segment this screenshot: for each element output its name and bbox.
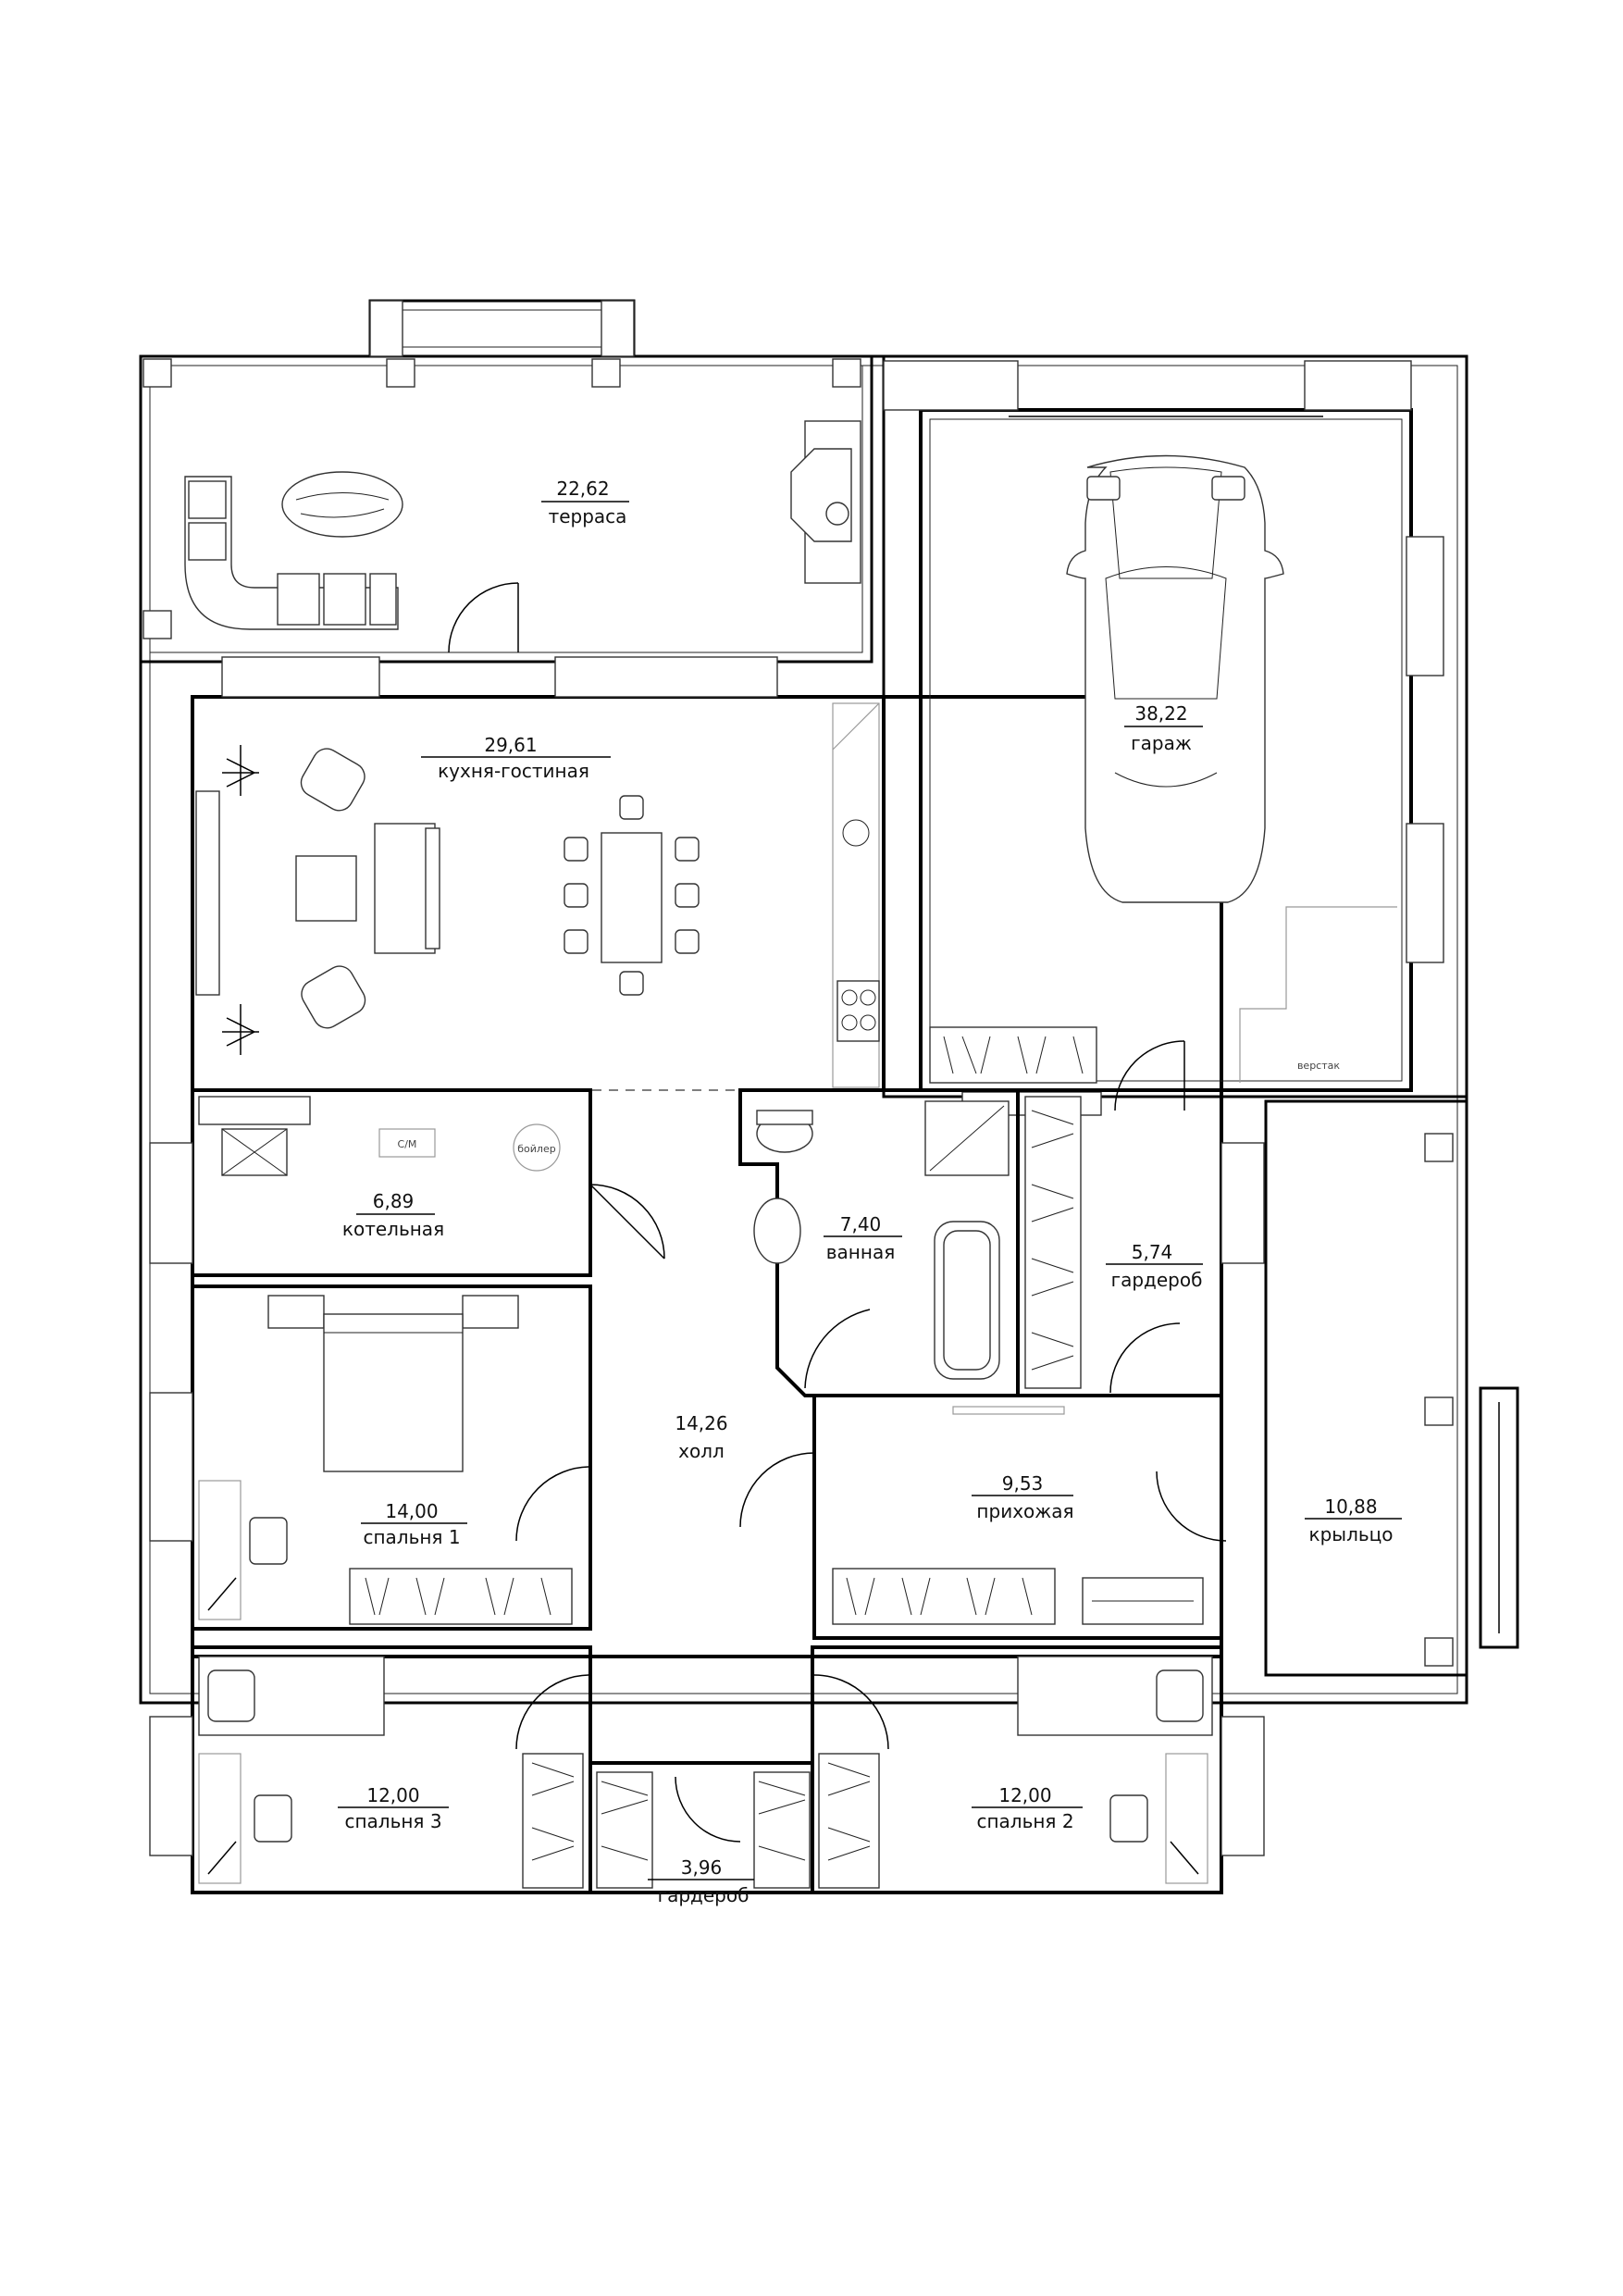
- bedroom-2: [811, 1645, 1223, 1894]
- porch-area-label: 10,88: [1324, 1496, 1377, 1518]
- bed3-name-label: спальня 3: [344, 1810, 441, 1832]
- terrace-area-label: 22,62: [556, 478, 609, 500]
- bathroom: [738, 1088, 1020, 1397]
- bed2-name-label: спальня 2: [976, 1810, 1073, 1832]
- wardrobe-5-74: [1016, 1088, 1223, 1397]
- wardrobe2-name-label: гардероб: [658, 1884, 750, 1906]
- porch-name-label: крыльцо: [1309, 1523, 1394, 1545]
- entry-name-label: прихожая: [976, 1500, 1073, 1522]
- boiler-name-label: котельная: [342, 1218, 444, 1240]
- left-windows: [149, 1142, 1265, 1856]
- plant-icon: [222, 1004, 259, 1055]
- boiler-area-label: 6,89: [373, 1190, 415, 1212]
- kitchen-name-label: кухня-гостиная: [438, 760, 589, 782]
- plant-icon: [222, 745, 259, 796]
- hall-name-label: холл: [678, 1440, 725, 1462]
- bed1-name-label: спальня 1: [363, 1526, 460, 1548]
- bedroom-3: [191, 1645, 592, 1894]
- terrace-name-label: терраса: [549, 505, 627, 527]
- workbench-label: верстак: [1297, 1060, 1340, 1072]
- entry-area-label: 9,53: [1002, 1472, 1044, 1495]
- washer-label: С/М: [398, 1138, 417, 1150]
- wardrobe1-name-label: гардероб: [1111, 1269, 1203, 1291]
- wardrobe2-area-label: 3,96: [681, 1856, 723, 1879]
- bed1-area-label: 14,00: [385, 1500, 438, 1522]
- bedroom-1: [191, 1285, 592, 1631]
- garage-area: [882, 354, 1468, 1116]
- room-labels: 22,62 терраса 29,61 кухня-гостиная 38,22…: [338, 478, 1402, 1906]
- bath-name-label: ванная: [826, 1241, 895, 1263]
- boiler-unit-label: бойлер: [517, 1143, 555, 1155]
- terrace-area: [139, 299, 873, 664]
- boiler-room: [191, 1088, 665, 1277]
- hall-area-label: 14,26: [675, 1412, 727, 1434]
- garage-area-label: 38,22: [1134, 702, 1187, 725]
- bath-area-label: 7,40: [840, 1213, 882, 1235]
- bed2-area-label: 12,00: [998, 1784, 1051, 1806]
- bed3-area-label: 12,00: [366, 1784, 419, 1806]
- kitchen-living: [192, 656, 886, 1092]
- porch: [1424, 1133, 1519, 1667]
- hall: [515, 1452, 889, 1843]
- kitchen-area-label: 29,61: [484, 734, 537, 756]
- garage-name-label: гараж: [1131, 732, 1192, 754]
- wardrobe1-area-label: 5,74: [1132, 1241, 1173, 1263]
- entry-hall: [812, 1394, 1227, 1640]
